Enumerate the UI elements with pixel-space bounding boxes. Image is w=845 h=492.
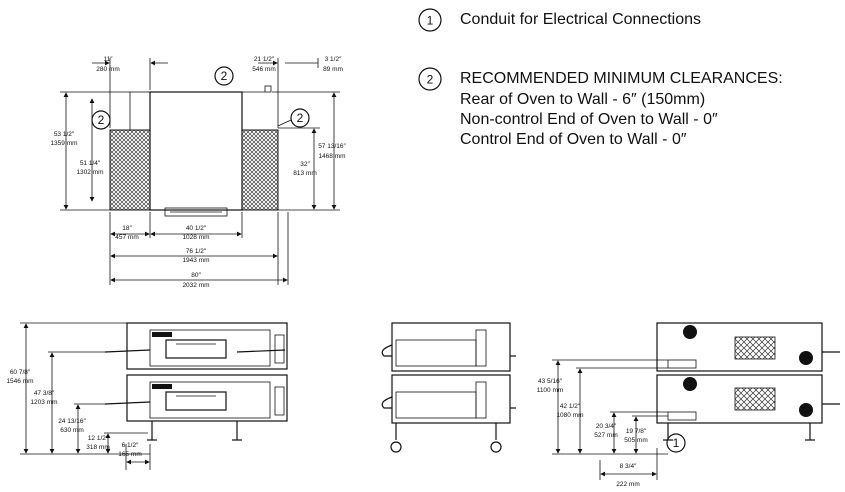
- side-caster-right: [490, 441, 502, 453]
- legend-callout-2-circle: [418, 67, 442, 91]
- legend-item-2-line-2: Non-control End of Oven to Wall - 0″: [460, 111, 718, 128]
- rear-upper-vents: [734, 336, 776, 360]
- dim-top-57-mm: 1468 mm: [318, 153, 345, 160]
- dim-rear-19-mm: 505 mm: [624, 437, 647, 444]
- dim-rear-42-mm: 1080 mm: [556, 412, 583, 419]
- rear-callout-1: [666, 433, 686, 453]
- dim-top-21-mm: 546 mm: [252, 66, 275, 73]
- dim-top-53-mm: 1359 mm: [50, 140, 77, 147]
- front-lower-door: [165, 391, 227, 411]
- top-callout-2-c: [290, 108, 310, 128]
- dim-front-60-mm: 1546 mm: [6, 378, 33, 385]
- rear-lower-motor-b: [799, 403, 813, 417]
- dim-top-80-mm: 2032 mm: [182, 282, 209, 289]
- rear-view: 1 43 5/16″ 1100 mm 42 1/2″ 1080 mm 20 3/…: [537, 322, 840, 488]
- dim-front-12-mm: 318 mm: [86, 444, 109, 451]
- side-caster-left: [390, 441, 402, 453]
- rear-lower-oven: [656, 374, 823, 424]
- dim-front-24-in: 24 13/16″: [58, 418, 86, 425]
- dim-top-18-in: 18″: [122, 225, 132, 232]
- dim-rear-42-in: 42 1/2″: [560, 403, 581, 410]
- dim-front-47-in: 47 3/8″: [34, 390, 55, 397]
- dim-rear-19-in: 19 7/8″: [626, 428, 647, 435]
- dim-top-3-mm: 89 mm: [323, 66, 343, 73]
- legend-item-2-line-3: Control End of Oven to Wall - 0″: [460, 131, 687, 148]
- legend-callout-2-number: 2: [427, 73, 434, 87]
- legend-item-2-line-1: Rear of Oven to Wall - 6″ (150mm): [460, 91, 705, 108]
- legend-callout-1-circle: [418, 8, 442, 32]
- dim-front-60-in: 60 7/8″: [10, 369, 31, 376]
- front-upper-door: [165, 339, 227, 359]
- dim-top-53-in: 53 1/2″: [54, 131, 75, 138]
- dim-front-6-mm: 165 mm: [118, 451, 141, 458]
- oven-top-front-tray: [164, 207, 228, 217]
- rear-lower-vents: [734, 387, 776, 411]
- side-lower-oven: [391, 374, 511, 424]
- dim-rear-43-in: 43 5/16″: [538, 378, 563, 385]
- dim-top-40-in: 40 1/2″: [186, 225, 207, 232]
- rear-upper-oven: [656, 322, 823, 372]
- rear-upper-motor-b: [799, 351, 813, 365]
- legend-item-1-text: Conduit for Electrical Connections: [460, 11, 701, 28]
- legend-item-2-title: RECOMMENDED MINIMUM CLEARANCES:: [460, 70, 783, 87]
- dim-top-51-mm: 1302 mm: [76, 169, 103, 176]
- dim-rear-20-in: 20 3/4″: [596, 423, 617, 430]
- dim-top-76-in: 76 1/2″: [186, 248, 207, 255]
- oven-top-back-box: [129, 91, 151, 131]
- dim-rear-20-mm: 527 mm: [594, 432, 617, 439]
- legend-callout-1-number: 1: [427, 14, 434, 28]
- dim-top-51-in: 51 1/4″: [80, 160, 101, 167]
- dim-top-80-in: 80″: [191, 272, 201, 279]
- top-view: 2 2 2 11″ 280 mm 21 1/2″ 546 mm 3 1/2″ 8…: [50, 56, 346, 289]
- front-upper-oven: [126, 322, 288, 370]
- top-callout-2-a-number: 2: [221, 69, 228, 83]
- front-lower-logo: [152, 384, 172, 389]
- dim-top-32-in: 32″: [300, 161, 310, 168]
- conveyor-right-mesh: [241, 129, 279, 211]
- conveyor-left-mesh: [109, 129, 151, 211]
- dim-rear-8-in: 8 3/4″: [620, 463, 637, 470]
- side-view: [381, 322, 516, 453]
- dim-top-76-mm: 1943 mm: [182, 257, 209, 264]
- legend: 1 Conduit for Electrical Connections 2 R…: [418, 8, 783, 148]
- dim-front-6-in: 6 1/2″: [122, 442, 139, 449]
- dim-front-12-in: 12 1/2″: [88, 435, 109, 442]
- front-view: 60 7/8″ 1546 mm 47 3/8″ 1203 mm 24 13/16…: [6, 322, 288, 470]
- dim-top-57-in: 57 13/16″: [318, 143, 346, 150]
- dim-top-11-mm: 280 mm: [96, 66, 119, 73]
- rear-lower-motor-a: [683, 377, 697, 391]
- top-callout-2-b-number: 2: [98, 113, 105, 127]
- rear-upper-motor-a: [683, 325, 697, 339]
- top-callout-2-c-number: 2: [297, 111, 304, 125]
- dim-top-11-in: 11″: [103, 56, 113, 63]
- top-callout-2-a: [214, 66, 234, 86]
- dim-top-32-mm: 813 mm: [293, 170, 316, 177]
- dim-top-18-mm: 457 mm: [115, 234, 138, 241]
- dim-front-24-mm: 630 mm: [60, 427, 83, 434]
- dim-rear-43-mm: 1100 mm: [537, 387, 564, 394]
- dim-top-21-in: 21 1/2″: [254, 56, 275, 63]
- dim-front-47-mm: 1203 mm: [30, 399, 57, 406]
- conduit-box: [264, 85, 272, 93]
- dim-top-3-in: 3 1/2″: [325, 56, 342, 63]
- dim-rear-8-mm: 222 mm: [616, 481, 639, 488]
- oven-top-body: [149, 91, 243, 211]
- rear-callout-1-number: 1: [673, 436, 680, 450]
- front-upper-logo: [152, 332, 172, 337]
- front-lower-oven: [126, 374, 288, 422]
- side-upper-oven: [391, 322, 511, 372]
- dim-top-40-mm: 1028 mm: [182, 234, 209, 241]
